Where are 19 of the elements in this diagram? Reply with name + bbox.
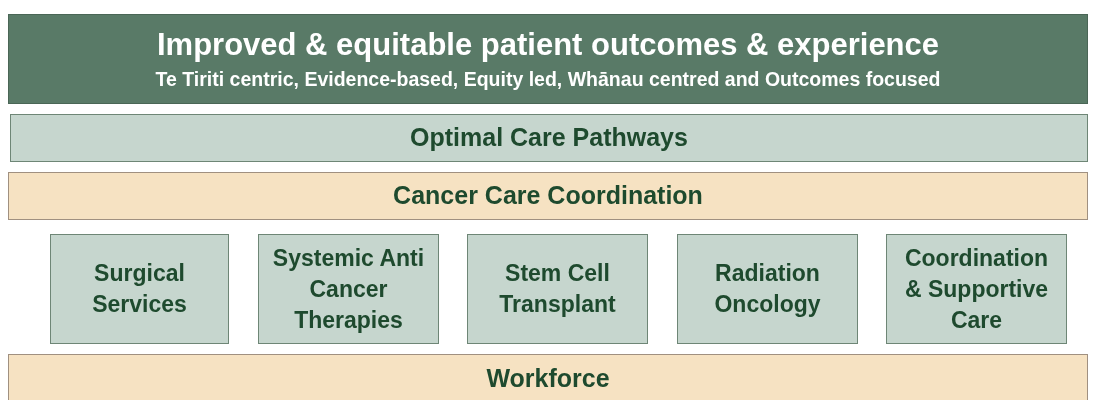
label-text: Cancer Care Coordination [393, 180, 703, 212]
heading: Improved & equitable patient outcomes & experience [156, 26, 940, 64]
label-text: Surgical Services [91, 259, 188, 319]
workforce-band [8, 354, 1088, 400]
service-box [50, 234, 229, 344]
service-box [467, 234, 648, 344]
label-text: Systemic Anti Cancer Therapies [271, 243, 426, 335]
label-text: Radiation Oncology [713, 259, 822, 319]
subheading: Te Tiriti centric, Evidence-based, Equity led, Whānau centred and Outcomes focused [155, 67, 941, 92]
pathway-band [10, 114, 1088, 162]
service-box [886, 234, 1067, 344]
service-box [677, 234, 858, 344]
label-text: Workforce [486, 363, 610, 395]
label-text: Stem Cell Transplant [498, 259, 617, 319]
label-text: Optimal Care Pathways [410, 122, 688, 154]
label-text: Coordination & Supportive Care [903, 243, 1050, 335]
coordination-band [8, 172, 1088, 220]
header-band [8, 14, 1088, 104]
service-box [258, 234, 439, 344]
